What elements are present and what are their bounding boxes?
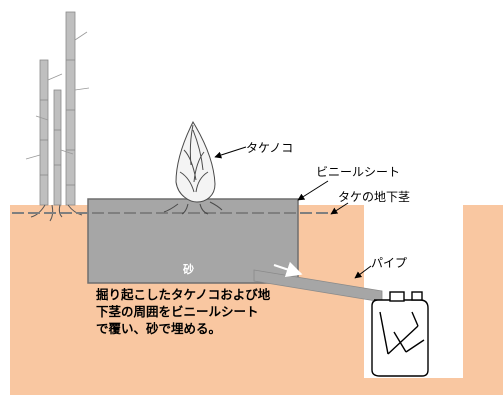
bamboo-shoot-drawing	[163, 120, 223, 215]
arrow-pipe	[354, 265, 372, 279]
water-flow-arrow	[273, 261, 303, 278]
label-bamboo-shoot: タケノコ	[246, 141, 294, 155]
label-sand: 砂	[183, 263, 194, 276]
label-vinyl-sheet: ビニールシート	[316, 165, 401, 179]
water-tank-drawing	[371, 291, 429, 377]
bamboo-plant	[25, 11, 90, 206]
arrow-vinyl-sheet	[297, 180, 329, 201]
caption-text: 掘り起こしたタケノコおよび地 下茎の周囲をビニールシート で覆い、砂で埋める。	[96, 286, 270, 337]
arrow-rhizome	[330, 202, 349, 215]
label-pipe: パイプ	[371, 256, 408, 270]
caption-line-3: で覆い、砂で埋める。	[96, 321, 222, 336]
arrow-bamboo-shoot	[214, 146, 247, 159]
caption-line-1: 掘り起こしたタケノコおよび地	[96, 287, 271, 302]
caption-line-2: 下茎の周囲をビニールシート	[96, 304, 259, 319]
label-rhizome: タケの地下茎	[338, 190, 411, 204]
